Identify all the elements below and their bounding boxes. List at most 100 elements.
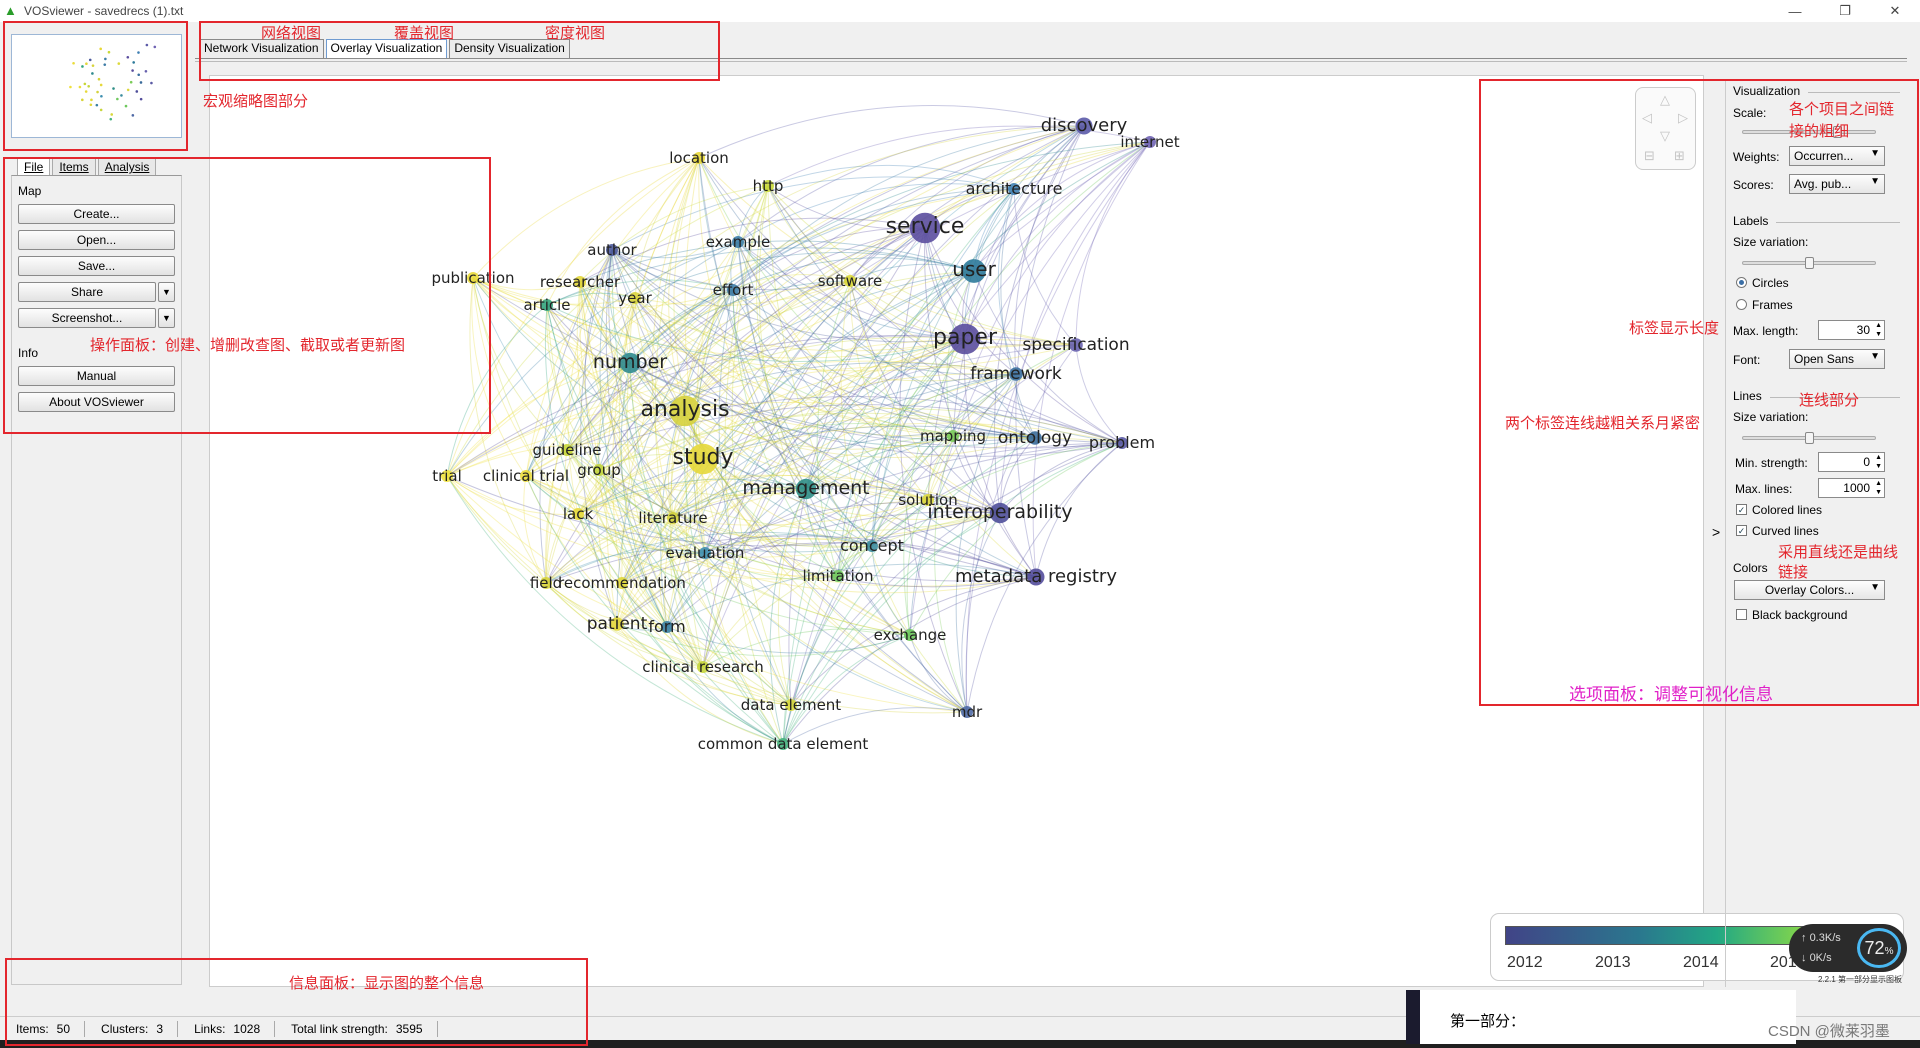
node-label[interactable]: effort bbox=[713, 281, 754, 299]
network-node[interactable] bbox=[572, 508, 584, 520]
node-label[interactable]: software bbox=[818, 272, 882, 290]
node-label[interactable]: solution bbox=[898, 491, 957, 509]
network-node[interactable] bbox=[661, 621, 673, 633]
screenshot-button[interactable]: Screenshot... bbox=[18, 308, 156, 328]
max-lines-input[interactable]: 1000▲▼ bbox=[1818, 478, 1885, 498]
network-node[interactable] bbox=[762, 180, 774, 192]
labels-size-slider[interactable] bbox=[1742, 257, 1876, 269]
network-node[interactable] bbox=[785, 699, 797, 711]
node-label[interactable]: form bbox=[648, 617, 685, 636]
zoom-out-icon[interactable]: ⊟ bbox=[1644, 148, 1655, 163]
black-background-checkbox[interactable] bbox=[1736, 609, 1747, 620]
network-graph[interactable]: discoveryinternetarchitecturelocationhtt… bbox=[210, 76, 1705, 988]
node-label[interactable]: trial bbox=[432, 467, 462, 485]
node-label[interactable]: user bbox=[952, 257, 996, 281]
create-button[interactable]: Create... bbox=[18, 204, 175, 224]
network-node[interactable] bbox=[989, 502, 1011, 524]
share-dropdown-arrow[interactable]: ▼ bbox=[158, 282, 175, 302]
node-label[interactable]: number bbox=[593, 351, 667, 373]
tab-analysis[interactable]: Analysis bbox=[97, 158, 157, 175]
maximize-button[interactable]: ❐ bbox=[1839, 3, 1851, 18]
node-label[interactable]: limitation bbox=[803, 567, 874, 585]
network-node[interactable] bbox=[629, 292, 641, 304]
node-label[interactable]: data element bbox=[741, 696, 842, 714]
network-node[interactable] bbox=[777, 738, 789, 750]
node-label[interactable]: ontology bbox=[998, 428, 1072, 448]
node-label[interactable]: common data element bbox=[698, 735, 869, 753]
tab-items[interactable]: Items bbox=[52, 158, 96, 175]
navigation-pad[interactable]: △ ◁ ▷ ▽ ⊟ ⊞ bbox=[1635, 87, 1696, 170]
node-label[interactable]: group bbox=[577, 461, 621, 479]
open-button[interactable]: Open... bbox=[18, 230, 175, 250]
network-node[interactable] bbox=[699, 547, 711, 559]
spinner-arrows-icon[interactable]: ▲▼ bbox=[1875, 480, 1882, 496]
spinner-arrows-icon[interactable]: ▲▼ bbox=[1875, 322, 1882, 338]
network-node[interactable] bbox=[832, 570, 844, 582]
node-label[interactable]: mapping bbox=[920, 427, 986, 445]
labels-size-slider-knob[interactable] bbox=[1805, 257, 1814, 269]
curved-lines-checkbox[interactable]: ✓ bbox=[1736, 525, 1747, 536]
node-label[interactable]: researcher bbox=[540, 273, 621, 291]
node-label[interactable]: discovery bbox=[1041, 115, 1128, 136]
spinner-arrows-icon[interactable]: ▲▼ bbox=[1875, 454, 1882, 470]
node-label[interactable]: field bbox=[530, 574, 562, 592]
network-node[interactable] bbox=[593, 464, 605, 476]
network-node[interactable] bbox=[520, 470, 532, 482]
scale-slider[interactable] bbox=[1742, 126, 1876, 138]
min-strength-input[interactable]: 0▲▼ bbox=[1818, 452, 1885, 472]
max-length-input[interactable]: 30▲▼ bbox=[1818, 320, 1885, 340]
tab-overlay-visualization[interactable]: Overlay Visualization bbox=[325, 39, 448, 58]
network-node[interactable] bbox=[1116, 437, 1128, 449]
network-node[interactable] bbox=[732, 236, 744, 248]
network-node[interactable] bbox=[949, 323, 981, 355]
network-node[interactable] bbox=[616, 577, 628, 589]
network-node[interactable] bbox=[441, 470, 453, 482]
network-node[interactable] bbox=[947, 430, 959, 442]
network-node[interactable] bbox=[962, 259, 986, 283]
node-label[interactable]: evaluation bbox=[666, 544, 745, 562]
colored-lines-checkbox[interactable]: ✓ bbox=[1736, 504, 1747, 515]
manual-button[interactable]: Manual bbox=[18, 366, 175, 386]
node-label[interactable]: concept bbox=[840, 536, 904, 555]
network-node[interactable] bbox=[1008, 183, 1020, 195]
node-label[interactable]: article bbox=[523, 296, 570, 314]
network-node[interactable] bbox=[610, 617, 624, 631]
lines-size-slider[interactable] bbox=[1742, 432, 1876, 444]
network-node[interactable] bbox=[922, 494, 934, 506]
zoom-in-icon[interactable]: ⊞ bbox=[1674, 148, 1685, 163]
pan-left-icon[interactable]: ◁ bbox=[1642, 110, 1652, 125]
pan-right-icon[interactable]: ▷ bbox=[1678, 110, 1688, 125]
node-label[interactable]: author bbox=[587, 241, 637, 259]
network-node[interactable] bbox=[795, 478, 817, 500]
network-node[interactable] bbox=[667, 512, 679, 524]
scores-select[interactable]: Avg. pub...▼ bbox=[1789, 174, 1885, 194]
network-node[interactable] bbox=[866, 540, 878, 552]
node-label[interactable]: interoperability bbox=[927, 501, 1072, 523]
node-label[interactable]: metadata registry bbox=[955, 566, 1117, 587]
lines-size-slider-knob[interactable] bbox=[1805, 432, 1814, 444]
network-node[interactable] bbox=[961, 706, 973, 718]
network-node[interactable] bbox=[1075, 117, 1093, 135]
network-node[interactable] bbox=[540, 577, 552, 589]
tab-network-visualization[interactable]: Network Visualization bbox=[199, 39, 324, 58]
network-node[interactable] bbox=[687, 443, 719, 475]
network-node[interactable] bbox=[619, 352, 641, 374]
node-label[interactable]: specification bbox=[1022, 335, 1129, 355]
frames-radio[interactable] bbox=[1736, 299, 1747, 310]
network-node[interactable] bbox=[1069, 338, 1083, 352]
overlay-colors-button[interactable]: Overlay Colors...▼ bbox=[1734, 580, 1885, 600]
network-node[interactable] bbox=[606, 244, 618, 256]
network-node[interactable] bbox=[574, 276, 586, 288]
node-label[interactable]: mdr bbox=[952, 703, 983, 721]
share-button[interactable]: Share bbox=[18, 282, 156, 302]
network-node[interactable] bbox=[727, 284, 739, 296]
node-label[interactable]: literature bbox=[638, 509, 707, 527]
network-node[interactable] bbox=[669, 395, 701, 427]
about-button[interactable]: About VOSviewer bbox=[18, 392, 175, 412]
font-select[interactable]: Open Sans▼ bbox=[1789, 349, 1885, 369]
node-label[interactable]: http bbox=[753, 177, 784, 195]
node-label[interactable]: management bbox=[742, 477, 869, 499]
expand-panel-arrow[interactable]: > bbox=[1712, 524, 1721, 540]
network-node[interactable] bbox=[467, 272, 479, 284]
